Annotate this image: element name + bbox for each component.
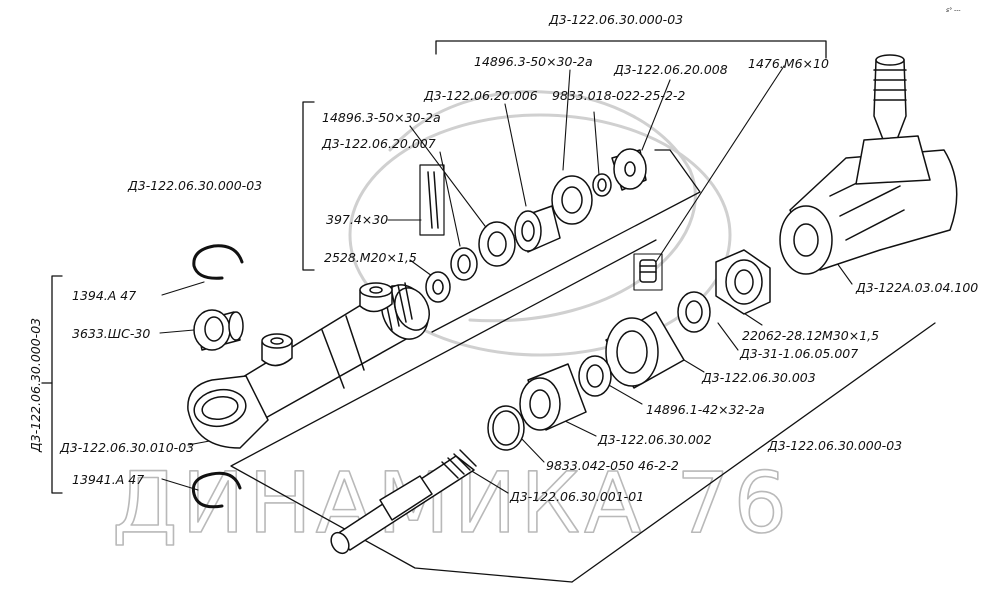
label-31-106: Д3-31-1.06.05.007 — [739, 346, 858, 361]
label-vertical-assembly: Д3-122.06.30.000-03 — [28, 318, 43, 453]
watermark-swoosh — [388, 90, 697, 323]
label-1394: 1394.А 47 — [72, 288, 136, 303]
corner-mark: s° --- — [946, 7, 961, 14]
label-14896-1: 14896.1-42×32-2а — [646, 402, 765, 417]
retaining-ring-bottom — [191, 471, 242, 509]
label-30-001: Д3-122.06.30.001-01 — [509, 489, 644, 504]
cotter-pin — [427, 171, 439, 229]
label-1476: 1476.М6×10 — [748, 56, 829, 71]
retaining-ring-top — [192, 244, 244, 280]
piston-rod — [330, 449, 477, 555]
ball-joint-head — [779, 54, 958, 275]
left-bracket — [302, 101, 315, 271]
label-397: 397.4×30 — [326, 212, 388, 227]
label-9833-042: 9833.042-050 46-2-2 — [546, 458, 679, 473]
top-bracket — [435, 40, 827, 59]
boot — [855, 135, 931, 185]
label-010: Д3-122.06.30.010-03 — [59, 440, 194, 455]
label-bottom-assembly: Д3-122.06.30.000-03 — [767, 438, 902, 453]
rod-collar — [379, 475, 433, 521]
seal-components — [419, 148, 771, 451]
cylinder-thread — [383, 282, 413, 331]
rod-thread — [441, 449, 477, 479]
label-top-assembly: Д3-122.06.30.000-03 — [548, 12, 683, 27]
left-small-parts — [191, 244, 244, 509]
vertical-bracket — [51, 275, 63, 494]
label-20-006: Д3-122.06.20.006 — [423, 88, 538, 103]
label-22062: 22062-28.12М30×1,5 — [742, 328, 879, 343]
assembly-brackets — [41, 40, 936, 583]
ball-stud — [873, 59, 907, 143]
cylinder-body — [187, 282, 430, 449]
label-left-assembly: Д3-122.06.30.000-03 — [127, 178, 262, 193]
label-30-003: Д3-122.06.30.003 — [701, 370, 816, 385]
seal-ring-4 — [487, 405, 525, 451]
label-20-007: Д3-122.06.20.007 — [321, 136, 436, 151]
assembly-zigzag — [431, 149, 701, 333]
set-screw — [639, 259, 657, 283]
label-14896-3-left: 14896.3-50×30-2а — [322, 110, 441, 125]
label-20-008: Д3-122.06.20.008 — [613, 62, 728, 77]
label-30-002: Д3-122.06.30.002 — [597, 432, 712, 447]
label-9833-018: 9833.018-022-25-2-2 — [552, 88, 685, 103]
bottom-bracket — [571, 322, 936, 583]
part-labels: Д3-122.06.30.000-03 14896.3-50×30-2а Д3-… — [28, 12, 978, 504]
set-screw-frame — [633, 253, 663, 291]
label-3633: 3633.ШС-30 — [72, 326, 150, 341]
label-2528: 2528.М20×1,5 — [324, 250, 417, 265]
cotter-pin-frame — [419, 164, 445, 236]
label-14896-3-top: 14896.3-50×30-2а — [474, 54, 593, 69]
label-head: Д3-122А.03.04.100 — [855, 280, 978, 295]
watermark-logo — [348, 113, 732, 357]
label-13941: 13941.А 47 — [72, 472, 144, 487]
center-diagonal-frame — [230, 239, 657, 583]
